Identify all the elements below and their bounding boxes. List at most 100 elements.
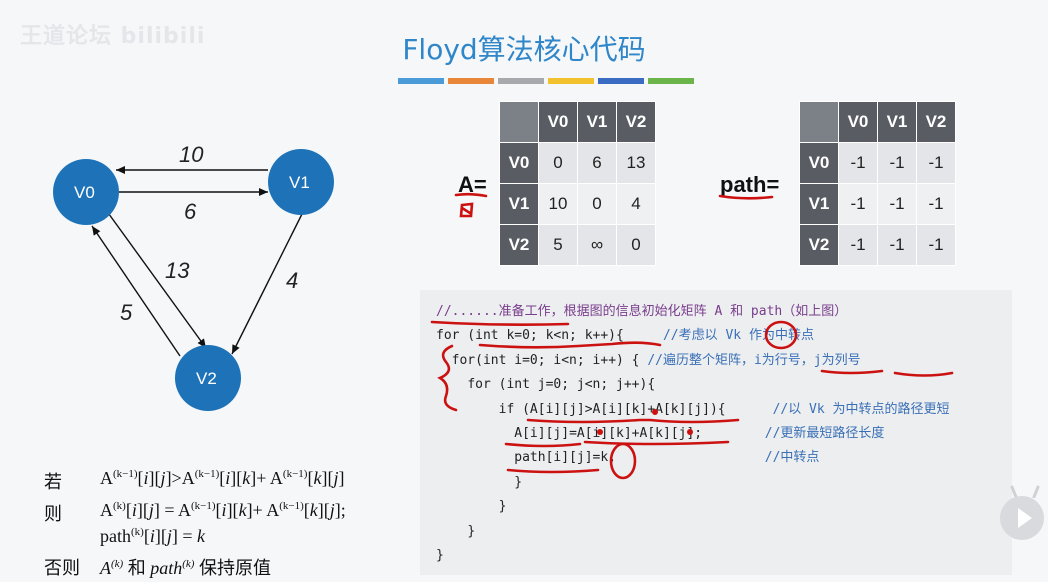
formula-condition: A(k−1)[i][j]>A(k−1)[i][k]+ A(k−1)[k][j] <box>100 468 345 488</box>
matrix-path-cell: -1 <box>916 224 956 266</box>
annotation-underline-path <box>506 468 600 474</box>
annotation-underline-j <box>893 371 954 377</box>
matrix-a-label: A= <box>458 172 487 197</box>
matrix-a-row-header: V2 <box>499 224 539 266</box>
color-segment <box>448 78 494 84</box>
matrix-a-cell: 6 <box>577 142 617 184</box>
formula-if-label: 若 <box>44 472 62 493</box>
matrix-path-cell: -1 <box>838 224 878 266</box>
code-brace: } <box>436 548 444 564</box>
play-icon <box>1018 508 1032 528</box>
matrix-path-cell: -1 <box>877 183 917 225</box>
color-segment <box>548 78 594 84</box>
matrix-a-col-header: V0 <box>538 101 578 143</box>
annotation-underline-ifcond <box>526 418 740 424</box>
matrix-a-cell: 13 <box>616 142 656 184</box>
matrix-path-cell: -1 <box>838 183 878 225</box>
code-brace: } <box>514 474 523 490</box>
matrix-path-cell: -1 <box>877 224 917 266</box>
formula-else-label: 否则 <box>44 558 80 579</box>
annotation-underline-assign-rhs <box>583 440 730 446</box>
code-line-9: } <box>436 495 950 519</box>
matrix-path-cell: -1 <box>916 142 956 184</box>
annotation-circle-k <box>609 442 637 480</box>
edge-weight-5: 5 <box>120 300 133 325</box>
matrix-path-row-header: V1 <box>799 183 839 225</box>
matrix-a-cell: 0 <box>616 224 656 266</box>
code-text: for (int j=0; j<n; j++){ <box>467 377 656 393</box>
code-line-7: path[i][j]=k; //中转点 <box>436 446 950 470</box>
node-label-v0: V0 <box>74 183 95 202</box>
annotation-a-mark <box>459 202 474 218</box>
annotation-underline-line1 <box>430 320 570 326</box>
edge-weight-6: 6 <box>184 199 197 224</box>
edge-v1-v2 <box>231 213 303 355</box>
code-line-5: if (A[i][j]>A[i][k]+A[k][j]){ //以 Vk 为中转… <box>436 398 950 422</box>
code-comment: //中转点 <box>764 450 820 466</box>
node-label-v2: V2 <box>196 369 217 388</box>
title-color-bar <box>398 78 694 84</box>
code-line-11: } <box>436 544 950 568</box>
edge-v0-v2 <box>105 209 207 349</box>
matrix-a-col-header: V1 <box>577 101 617 143</box>
matrix-path-row-header: V0 <box>799 142 839 184</box>
matrix-a-row-header: V1 <box>499 183 539 225</box>
code-comment: //更新最短路径长度 <box>764 426 885 442</box>
slide-title: Floyd算法核心代码 <box>402 33 646 66</box>
node-v1 <box>268 149 334 215</box>
matrix-a-cell: 0 <box>577 183 617 225</box>
annotation-dot <box>652 409 658 415</box>
matrix-path-cell: -1 <box>916 183 956 225</box>
code-text: for(int i=0; i<n; i++) { <box>451 352 640 368</box>
matrix-path-row-header: V2 <box>799 224 839 266</box>
code-line-3: for(int i=0; i<n; i++) { //遍历整个矩阵，i为行号，j… <box>436 349 950 373</box>
annotation-dot <box>687 429 693 435</box>
code-brace: } <box>498 499 507 515</box>
code-comment: //遍历整个矩阵，i为行号，j为列号 <box>647 352 861 368</box>
code-text: for (int k=0; k<n; k++){ <box>436 328 624 344</box>
edge-weight-4: 4 <box>286 268 298 293</box>
annotation-underline-assign-lhs <box>504 442 582 448</box>
matrix-path-cell: -1 <box>838 142 878 184</box>
directed-graph: 10 6 13 4 5 V0 V1 V2 <box>53 142 334 411</box>
matrix-a-cell: ∞ <box>577 224 617 266</box>
code-line-1: //......准备工作，根据图的信息初始化矩阵 A 和 path（如上图） <box>436 300 950 324</box>
formula-update-a: A(k)[i][j] = A(k−1)[i][k]+ A(k−1)[k][j]; <box>100 500 346 520</box>
annotation-bracket <box>437 344 458 412</box>
code-line-4: for (int j=0; j<n; j++){ <box>436 373 950 397</box>
formula-then-label: 则 <box>44 504 62 525</box>
matrix-a: V0 V1 V2 V0 0 6 13 V1 10 0 4 V2 5 ∞ 0 <box>499 101 656 266</box>
matrix-a-col-header: V2 <box>616 101 656 143</box>
matrix-a-cell: 5 <box>538 224 578 266</box>
formula-else-expr: A(k) 和 path(k) 保持原值 <box>100 558 271 579</box>
formula-update-path: path(k)[i][j] = k <box>100 526 206 546</box>
annotation-underline-i <box>820 369 884 375</box>
annotation-path-underline <box>718 194 774 200</box>
matrix-path-col-header: V0 <box>838 101 878 143</box>
matrix-path: V0 V1 V2 V0 -1 -1 -1 V1 -1 -1 -1 V2 -1 -… <box>799 101 956 266</box>
matrix-a-row-header: V0 <box>499 142 539 184</box>
color-segment <box>398 78 444 84</box>
code-panel <box>420 290 1012 575</box>
code-brace: } <box>467 523 476 539</box>
color-segment <box>598 78 644 84</box>
code-line-6: A[i][j]=A[i][k]+A[k][j]; //更新最短路径长度 <box>436 422 950 446</box>
code-text: A[i][j]=A[i][k]+A[k][j]; <box>514 426 703 442</box>
code-comment: //以 Vk 为中转点的路径更短 <box>772 401 950 417</box>
node-v2 <box>175 345 241 411</box>
code-comment: //......准备工作，根据图的信息初始化矩阵 A 和 path（如上图） <box>436 304 848 319</box>
matrix-a-cell: 4 <box>616 183 656 225</box>
code-block: //......准备工作，根据图的信息初始化矩阵 A 和 path（如上图） fo… <box>436 300 950 568</box>
matrix-a-cell: 10 <box>538 183 578 225</box>
annotation-a-underline <box>454 192 488 198</box>
matrix-path-label: path= <box>720 172 780 197</box>
node-label-v1: V1 <box>289 173 310 192</box>
matrix-path-col-header: V2 <box>916 101 956 143</box>
matrix-path-cell: -1 <box>877 142 917 184</box>
color-segment <box>648 78 694 84</box>
annotation-dot <box>597 429 603 435</box>
tv-ears-icon <box>1010 485 1040 498</box>
edge-weight-13: 13 <box>165 258 190 283</box>
code-line-8: } <box>436 471 950 495</box>
